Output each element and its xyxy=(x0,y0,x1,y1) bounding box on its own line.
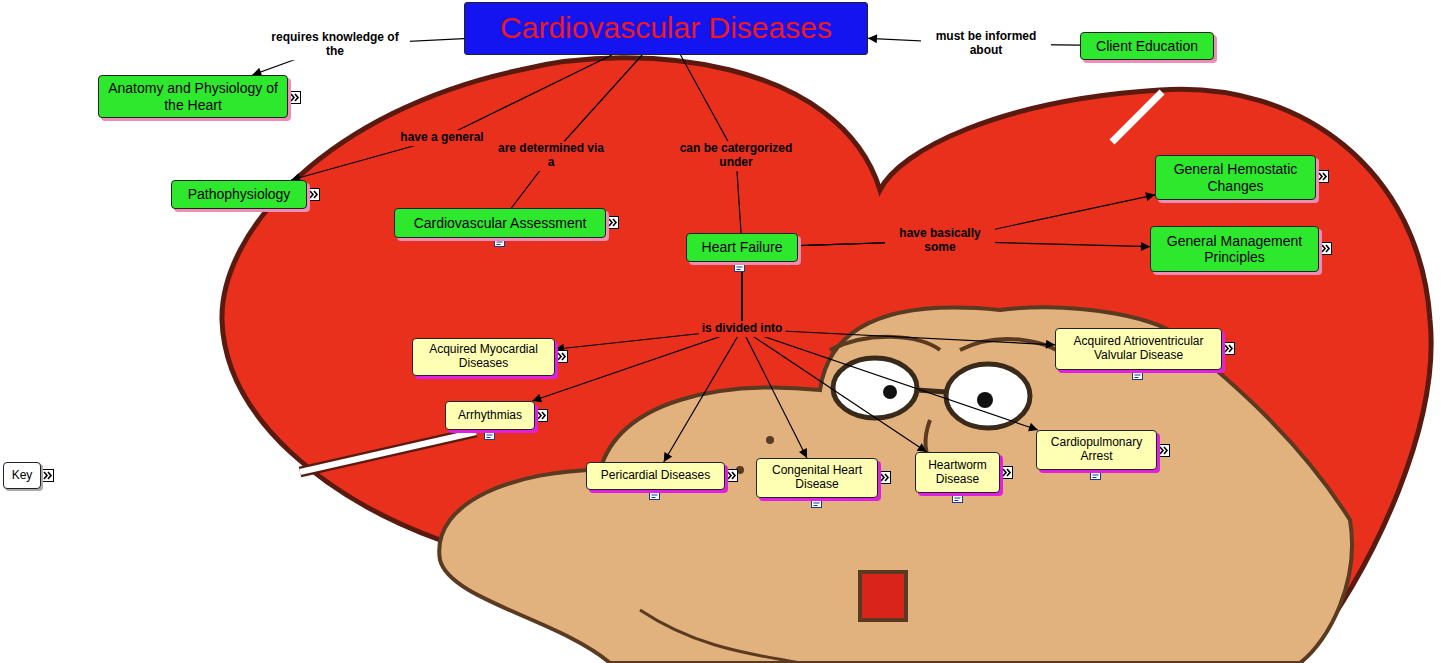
eyebrow xyxy=(830,337,940,350)
glasses-lens xyxy=(833,358,917,418)
connector-line xyxy=(291,55,612,180)
expand-icon xyxy=(1224,343,1235,355)
expand-icon xyxy=(309,189,320,201)
node-text: Cardiopulmonary Arrest xyxy=(1042,436,1151,464)
node-text: Pathophysiology xyxy=(188,186,291,202)
connector xyxy=(742,262,807,458)
link-phrase: requires knowledge of the xyxy=(260,30,410,60)
concept-box: General Hemostatic Changes xyxy=(1155,155,1316,200)
expand-icon xyxy=(608,217,619,229)
mouth xyxy=(860,572,906,620)
concept-box: Heart Failure xyxy=(686,233,798,262)
link-phrase: is divided into xyxy=(699,321,786,337)
link-phrase: can be catergorized under xyxy=(661,141,811,171)
expand-icon xyxy=(1318,171,1329,183)
expand-icon xyxy=(727,470,738,482)
link-phrase: are determined via a xyxy=(491,141,611,171)
concept-box: General Management Principles xyxy=(1150,226,1319,272)
chin-line xyxy=(640,610,800,663)
expand-icon xyxy=(1002,467,1013,479)
expand-icon xyxy=(290,92,301,104)
expand-icon xyxy=(557,351,568,363)
node-text: Heart Failure xyxy=(702,239,783,255)
expand-icon xyxy=(537,410,548,422)
node-text: Arrhythmias xyxy=(458,409,522,423)
connector xyxy=(742,262,1038,430)
expand-icon xyxy=(43,470,54,482)
sub-concept-box: Heartworm Disease xyxy=(915,452,1000,493)
node-text: Cardiovascular Assessment xyxy=(414,215,587,231)
connector-line xyxy=(742,262,807,458)
connector-line xyxy=(664,262,742,462)
node-text: Heartworm Disease xyxy=(921,459,994,487)
node-text: Cardiovascular Diseases xyxy=(500,11,832,46)
connector xyxy=(511,55,642,208)
sub-concept-box: Congenital Heart Disease xyxy=(756,458,878,498)
sub-concept-box: Arrhythmias xyxy=(445,401,535,430)
node-text: General Management Principles xyxy=(1156,233,1313,265)
sub-concept-box: Cardiopulmonary Arrest xyxy=(1036,430,1157,470)
concept-box: Client Education xyxy=(1080,32,1214,60)
connector xyxy=(291,55,612,180)
link-phrase: must be informed about xyxy=(921,29,1051,59)
key-box: Key xyxy=(3,462,41,489)
connector-line xyxy=(511,55,642,208)
connector xyxy=(742,262,927,452)
node-text: Key xyxy=(12,469,33,483)
sub-concept-box: Acquired Myocardial Diseases xyxy=(412,338,555,376)
node-text: Acquired Myocardial Diseases xyxy=(418,343,549,371)
link-phrase: have basically some xyxy=(885,226,995,256)
node-text: Anatomy and Physiology of the Heart xyxy=(104,80,282,112)
concept-box: Anatomy and Physiology of the Heart xyxy=(98,75,288,118)
node-text: Acquired Atrioventricular Valvular Disea… xyxy=(1061,335,1216,363)
connector xyxy=(742,262,1055,345)
heart-crack xyxy=(300,432,476,472)
expand-icon xyxy=(880,472,891,484)
node-text: Client Education xyxy=(1096,38,1198,54)
expand-icon xyxy=(1159,445,1170,457)
concept-box: Pathophysiology xyxy=(171,180,307,209)
connector-line xyxy=(742,262,1055,345)
concept-box: Cardiovascular Assessment xyxy=(394,208,606,238)
node-text: Congenital Heart Disease xyxy=(762,464,872,492)
link-phrase: have a general xyxy=(397,130,486,146)
freckle xyxy=(766,436,774,444)
heart-crack xyxy=(300,432,476,472)
node-text: Pericardial Diseases xyxy=(601,469,710,483)
glasses-lens xyxy=(946,364,1030,428)
sub-concept-box: Pericardial Diseases xyxy=(586,462,725,490)
heart-crack xyxy=(1112,92,1162,142)
pupil xyxy=(883,385,897,399)
expand-icon xyxy=(1321,243,1332,255)
node-text: General Hemostatic Changes xyxy=(1161,161,1310,193)
root-concept: Cardiovascular Diseases xyxy=(464,2,868,55)
connector xyxy=(664,262,742,462)
sub-concept-box: Acquired Atrioventricular Valvular Disea… xyxy=(1055,328,1222,370)
connector-line xyxy=(742,262,927,452)
pupil xyxy=(977,392,993,408)
face-shape xyxy=(439,307,1352,663)
connector-line xyxy=(742,262,1038,430)
